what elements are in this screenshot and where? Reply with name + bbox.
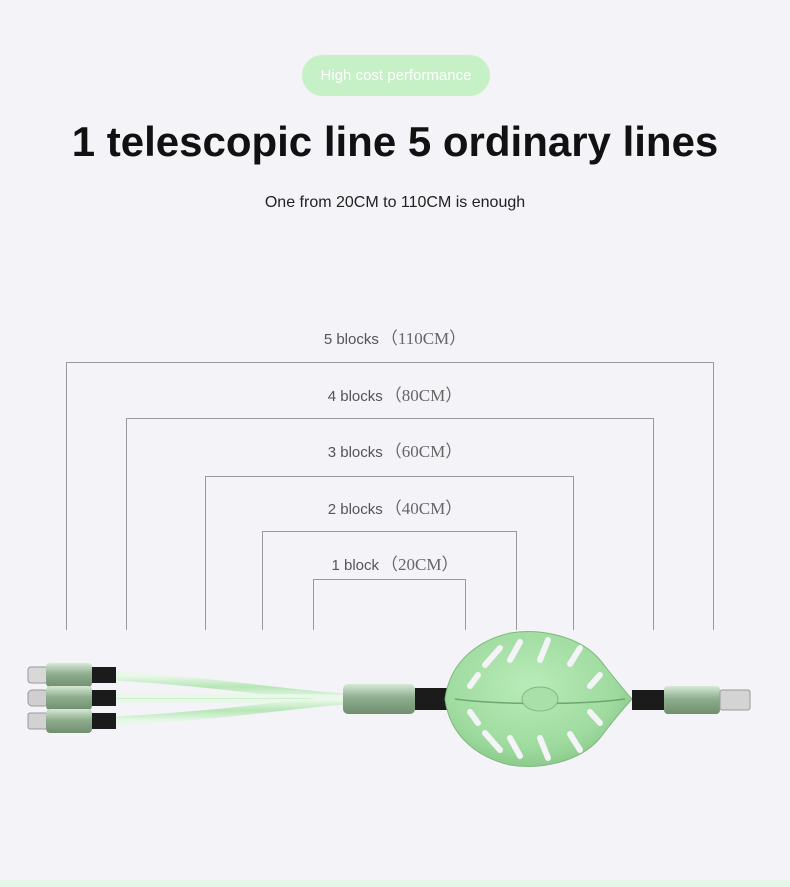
level-length: （110CM） [380, 329, 467, 348]
level-count: 1 block [331, 557, 380, 574]
level-label-1: 1 block（20CM） [0, 550, 790, 575]
level-count: 3 blocks [327, 444, 383, 461]
level-label-2: 2 blocks（40CM） [0, 494, 790, 519]
level-count: 5 blocks [323, 331, 379, 348]
bracket-level-5 [66, 362, 714, 630]
level-count: 4 blocks [327, 388, 383, 405]
lightning-connector [27, 663, 116, 687]
page-title: 1 telescopic line 5 ordinary lines [71, 118, 719, 165]
level-label-5: 5 blocks（110CM） [0, 324, 790, 349]
footer-strip [0, 880, 790, 887]
usb-a-connector [632, 686, 751, 714]
bracket-level-1 [313, 579, 466, 630]
retractable-cable-image [27, 631, 751, 767]
merge-connector [343, 684, 447, 714]
level-length: （60CM） [384, 442, 463, 461]
level-count: 2 blocks [327, 501, 383, 518]
high-cost-performance-badge: High cost performance [302, 55, 490, 96]
level-length: （80CM） [384, 386, 463, 405]
type-c-connector [27, 686, 116, 710]
level-length: （40CM） [384, 499, 463, 518]
retractable-reel [444, 631, 633, 767]
level-length: （20CM） [381, 555, 459, 574]
page-subtitle: One from 20CM to 110CM is enough [264, 194, 526, 211]
bracket-level-4 [126, 418, 654, 630]
level-label-3: 3 blocks（60CM） [0, 437, 790, 462]
bracket-level-2 [262, 531, 517, 630]
bracket-level-3 [205, 476, 574, 630]
micro-usb-connector [27, 709, 116, 733]
level-label-4: 4 blocks（80CM） [0, 381, 790, 406]
wire-bottom [114, 695, 346, 726]
